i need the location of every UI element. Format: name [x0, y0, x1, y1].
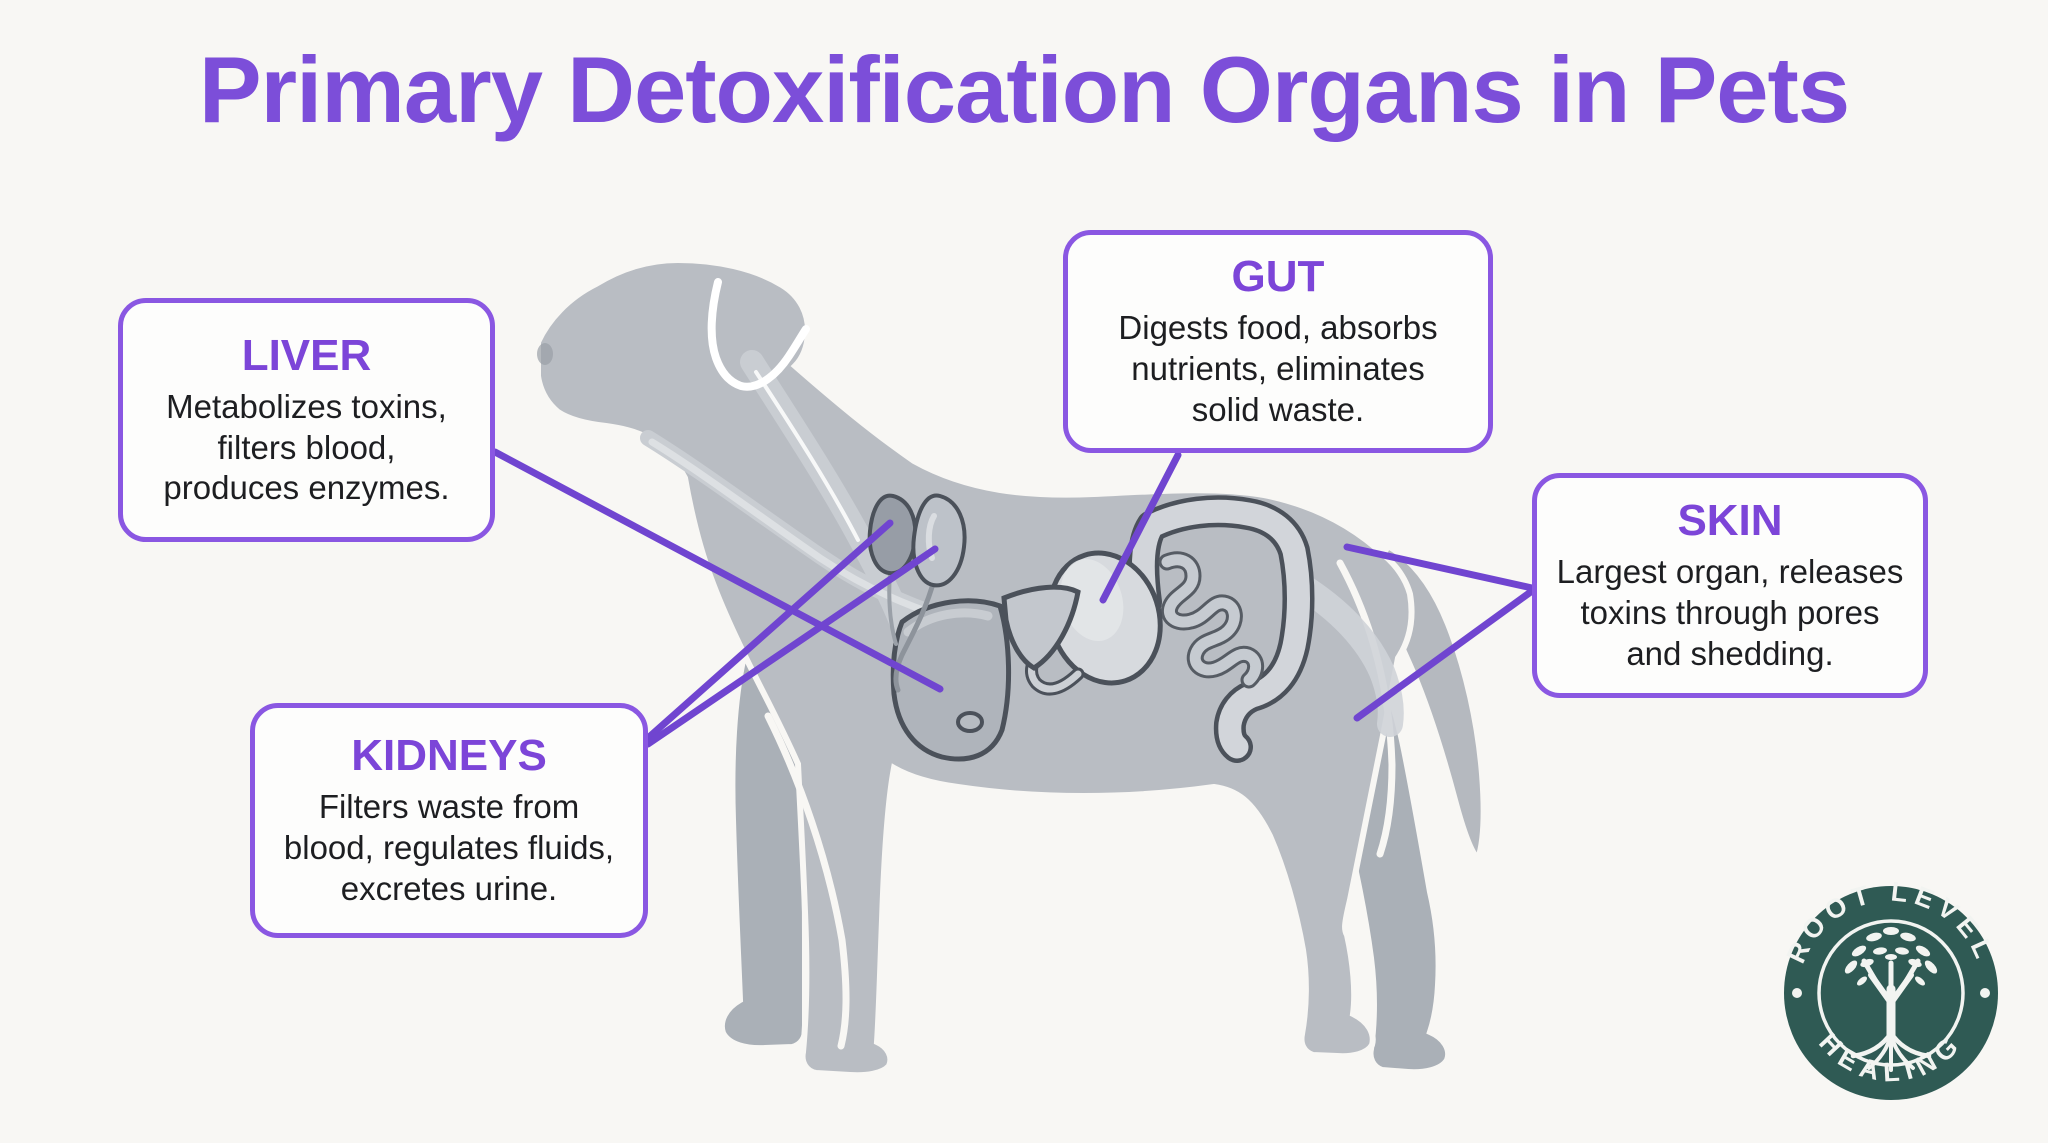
callout-skin: SKIN Largest organ, releases toxins thro… [1532, 473, 1928, 698]
connector-lines [491, 448, 1536, 748]
kidneys-label: KIDNEYS [351, 731, 547, 781]
callout-kidneys: KIDNEYS Filters waste from blood, regula… [250, 703, 648, 938]
connector-line-kidney-left [644, 519, 894, 742]
logo-badge: ROOT LEVEL HEALING [1781, 876, 1998, 1100]
connector-line-skin-lower [1353, 587, 1536, 722]
callout-liver: LIVER Metabolizes toxins, filters blood,… [118, 298, 495, 542]
dog-body-separation-lines [764, 559, 1396, 1050]
connector-line-kidney-right [644, 545, 939, 748]
skin-description: Largest organ, releases toxins through p… [1556, 553, 1904, 672]
logo-left-dot [1792, 988, 1802, 998]
dog-ear-line [707, 278, 810, 391]
skin-label: SKIN [1677, 496, 1783, 546]
gut-description: Digests food, absorbs nutrients, elimina… [1118, 309, 1438, 428]
liver-label: LIVER [241, 330, 372, 380]
connector-line-liver [491, 448, 944, 693]
dog-nose-shading [537, 343, 553, 365]
page-title: Primary Detoxification Organs in Pets [198, 37, 1850, 142]
callout-gut: GUT Digests food, absorbs nutrients, eli… [1063, 230, 1493, 453]
intestines-illustration [1127, 495, 1315, 763]
connector-line-gut [1099, 451, 1182, 604]
stomach-illustration [1025, 550, 1163, 696]
gut-label: GUT [1231, 252, 1325, 302]
tree-of-life-icon [1844, 927, 1938, 1072]
kidneys-description: Filters waste from blood, regulates flui… [283, 788, 615, 907]
connector-line-skin-upper [1343, 543, 1536, 592]
logo-right-dot [1980, 988, 1990, 998]
liver-description: Metabolizes toxins, filters blood, produ… [163, 387, 450, 507]
dog-muscle-highlights [740, 350, 1404, 737]
